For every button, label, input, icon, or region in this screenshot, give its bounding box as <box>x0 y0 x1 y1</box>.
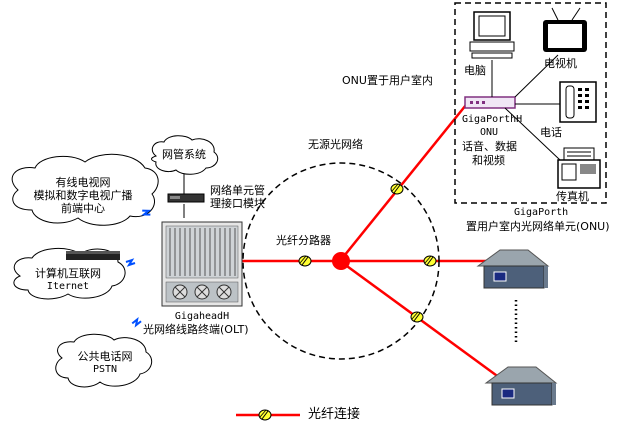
coupler-olt <box>298 255 312 267</box>
customer-premises-box <box>454 2 607 204</box>
onu-unit-name: GigaPorth <box>514 207 569 218</box>
coupler-onu <box>390 183 404 195</box>
house-1-icon <box>477 249 549 289</box>
cloud-nms <box>151 135 219 175</box>
cloud-pstn <box>55 333 153 388</box>
pon-label: 无源光网络 <box>308 138 363 151</box>
fiber-to-onu-indoor <box>339 99 471 262</box>
phone-label: 电话 <box>540 126 562 139</box>
splitter-label: 光纤分路器 <box>276 234 331 247</box>
internet-line-1: 计算机互联网 <box>35 267 101 280</box>
pc-label: 电脑 <box>464 64 486 77</box>
pon-boundary <box>242 162 440 360</box>
cable-tv-line-2: 模拟和数字电视广播 <box>33 189 133 202</box>
onu-unit-desc: 置用户室内光网络单元(ONU) <box>466 220 610 233</box>
onu-device-icon <box>464 96 516 109</box>
nms-interface-module <box>167 193 205 203</box>
fax-icon <box>557 147 601 189</box>
legend-label: 光纤连接 <box>308 407 361 422</box>
onu-services-line-1: 话音、数据 <box>462 140 517 153</box>
cloud-nms-label: 网管系统 <box>162 148 206 161</box>
coupler-house-2 <box>410 311 424 323</box>
cloud-cable-tv <box>11 153 159 226</box>
tv-icon <box>543 7 587 52</box>
cloud-cable-tv-label: 有线电视网 模拟和数字电视广播 前端中心 <box>18 176 148 215</box>
internet-line-2: Iternet <box>46 281 90 292</box>
cloud-internet <box>13 248 126 300</box>
legend <box>236 409 300 421</box>
onu-indoor-title: ONU置于用户室内 <box>342 74 433 87</box>
internet-router-icon <box>66 251 120 260</box>
onu-short: ONU <box>480 127 499 138</box>
cable-tv-line-3: 前端中心 <box>61 202 105 215</box>
pstn-line-1: 公共电话网 <box>77 350 133 363</box>
cloud-pstn-label: 公共电话网 PSTN <box>62 350 148 376</box>
olt-rack <box>161 221 243 307</box>
link-pstn-icon <box>130 317 143 328</box>
pstn-line-2: PSTN <box>92 364 118 375</box>
onu-services-line-2: 和视频 <box>472 154 505 167</box>
fax-label: 传真机 <box>556 190 589 203</box>
nms-interface-line-1: 网络单元管 <box>210 184 265 197</box>
tv-label: 电视机 <box>544 57 577 70</box>
onu-links <box>491 54 561 161</box>
nms-interface-line-2: 理接口模块 <box>210 197 265 210</box>
link-internet-icon <box>125 259 136 266</box>
olt-description: 光网络线路终端(OLT) <box>143 323 249 336</box>
olt-name: GigaheadH <box>174 311 230 322</box>
splitter-node <box>332 252 350 270</box>
pc-icon <box>469 11 515 59</box>
nms-interface-label: 网络单元管 理接口模块 <box>210 184 265 210</box>
coupler-house-1 <box>423 255 437 267</box>
cable-tv-line-1: 有线电视网 <box>55 176 111 189</box>
house-2-icon <box>485 366 557 406</box>
onu-device-name: GigaPorthH <box>462 114 523 125</box>
phone-icon <box>559 81 597 123</box>
cloud-internet-label: 计算机互联网 Iternet <box>18 267 118 293</box>
